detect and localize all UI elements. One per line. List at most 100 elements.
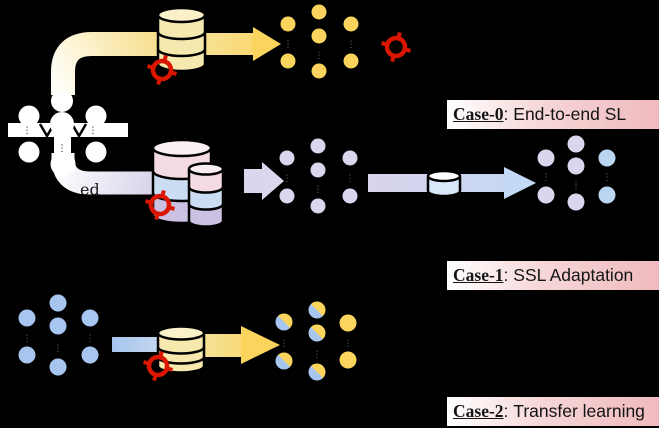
db-separators: [156, 31, 207, 58]
case-1-name: Case-1: [453, 265, 504, 285]
node: [598, 149, 616, 167]
node: [310, 162, 326, 178]
target-ticks: [142, 350, 174, 382]
target-ticks: [380, 31, 412, 63]
node: [275, 313, 293, 331]
node: [310, 138, 326, 154]
node: [279, 150, 295, 166]
db2-top: [187, 162, 225, 176]
more-nodes-ellipsis: ⋮: [603, 173, 612, 183]
node: [280, 53, 296, 69]
node: [343, 53, 359, 69]
node: [311, 63, 327, 79]
node: [49, 294, 67, 312]
more-nodes-ellipsis: ⋮: [89, 126, 98, 136]
case-1-label: Case-1: SSL Adaptation: [447, 261, 659, 290]
clipped-text-fragment: ed: [80, 180, 100, 199]
node: [311, 4, 327, 20]
node: [85, 105, 107, 127]
target-crosshair-icon: [146, 54, 178, 86]
ssl-pretrained-network-icon: ⋮ ⋮ ⋮: [279, 138, 358, 214]
more-nodes-ellipsis: ⋮: [313, 350, 322, 360]
node: [275, 352, 293, 370]
node: [280, 16, 296, 32]
more-nodes-ellipsis: ⋮: [58, 144, 67, 154]
node: [567, 157, 585, 175]
more-nodes-ellipsis: ⋮: [284, 40, 293, 50]
node: [343, 16, 359, 32]
sl-trained-network-icon: ⋮ ⋮ ⋮: [280, 4, 359, 79]
case-0-separator: :: [503, 104, 514, 124]
case-0-name: Case-0: [453, 104, 504, 124]
target-crosshair-icon: [380, 31, 412, 63]
arrow-head: [253, 27, 281, 61]
node: [567, 193, 585, 211]
more-nodes-ellipsis: ⋮: [346, 174, 355, 184]
target-ring: [148, 193, 172, 217]
db-top: [426, 169, 462, 183]
more-nodes-ellipsis: ⋮: [314, 185, 323, 195]
target-ring: [146, 354, 170, 378]
target-crosshair-icon: [144, 189, 176, 221]
node: [49, 358, 67, 376]
node: [567, 135, 585, 153]
node: [81, 346, 99, 364]
neural-network-random-init-icon: ⋮ ⋮ ⋮: [8, 90, 128, 177]
db-sides: [156, 333, 206, 366]
target-ticks: [144, 189, 176, 221]
case-2-name: Case-2: [453, 401, 504, 421]
node: [308, 324, 326, 342]
target-crosshair-icon: [142, 350, 174, 382]
unlabeled-data-databases-icon: [151, 138, 225, 228]
node: [342, 188, 358, 204]
db-bottom: [426, 190, 462, 198]
node: [50, 151, 76, 177]
target-ring: [384, 35, 408, 59]
more-nodes-ellipsis: ⋮: [572, 181, 581, 191]
db2-bottom: [187, 220, 225, 228]
case-2-label: Case-2: Transfer learning: [447, 397, 659, 426]
small-database-icon: [426, 169, 462, 198]
more-nodes-ellipsis: ⋮: [86, 334, 95, 344]
arrow-sl-training: [205, 27, 281, 61]
arrow-band: [205, 33, 253, 55]
node: [50, 112, 74, 136]
node: [339, 314, 357, 332]
arrow-finetuning: [205, 326, 280, 364]
node: [342, 150, 358, 166]
case-0-label: Case-0: End-to-end SL: [447, 100, 659, 129]
arrow-ssl-pretraining: [244, 162, 284, 200]
target-ring: [150, 58, 174, 82]
node: [339, 351, 357, 369]
node: [537, 149, 555, 167]
db-body: [158, 15, 205, 71]
finetuned-network-icon: ⋮ ⋮ ⋮: [275, 301, 357, 381]
transfer-labeled-data-database-icon: [156, 325, 206, 374]
db-top: [156, 325, 206, 341]
ssl-adapted-network-icon: ⋮ ⋮ ⋮: [537, 135, 616, 211]
more-nodes-ellipsis: ⋮: [347, 40, 356, 50]
db2-sides: [187, 169, 225, 221]
arrow-band: [244, 169, 263, 193]
node: [49, 317, 67, 335]
db-top: [156, 6, 207, 24]
arrow-head: [504, 167, 536, 199]
node: [18, 141, 40, 163]
db-bottom: [156, 63, 207, 73]
node: [308, 363, 326, 381]
target-icons: [142, 31, 412, 382]
arrow-to-unlabeled-data: [51, 153, 156, 195]
node: [279, 188, 295, 204]
node: [18, 309, 36, 327]
more-nodes-ellipsis: ⋮: [54, 344, 63, 354]
arrow-head: [262, 162, 284, 200]
more-nodes-ellipsis: ⋮: [283, 174, 292, 184]
db-separators: [156, 346, 206, 365]
node: [310, 198, 326, 214]
arrow-head: [241, 326, 280, 364]
case-1-description: SSL Adaptation: [513, 265, 634, 285]
more-nodes-ellipsis: ⋮: [542, 173, 551, 183]
more-nodes-ellipsis: ⋮: [344, 339, 353, 349]
node: [537, 186, 555, 204]
